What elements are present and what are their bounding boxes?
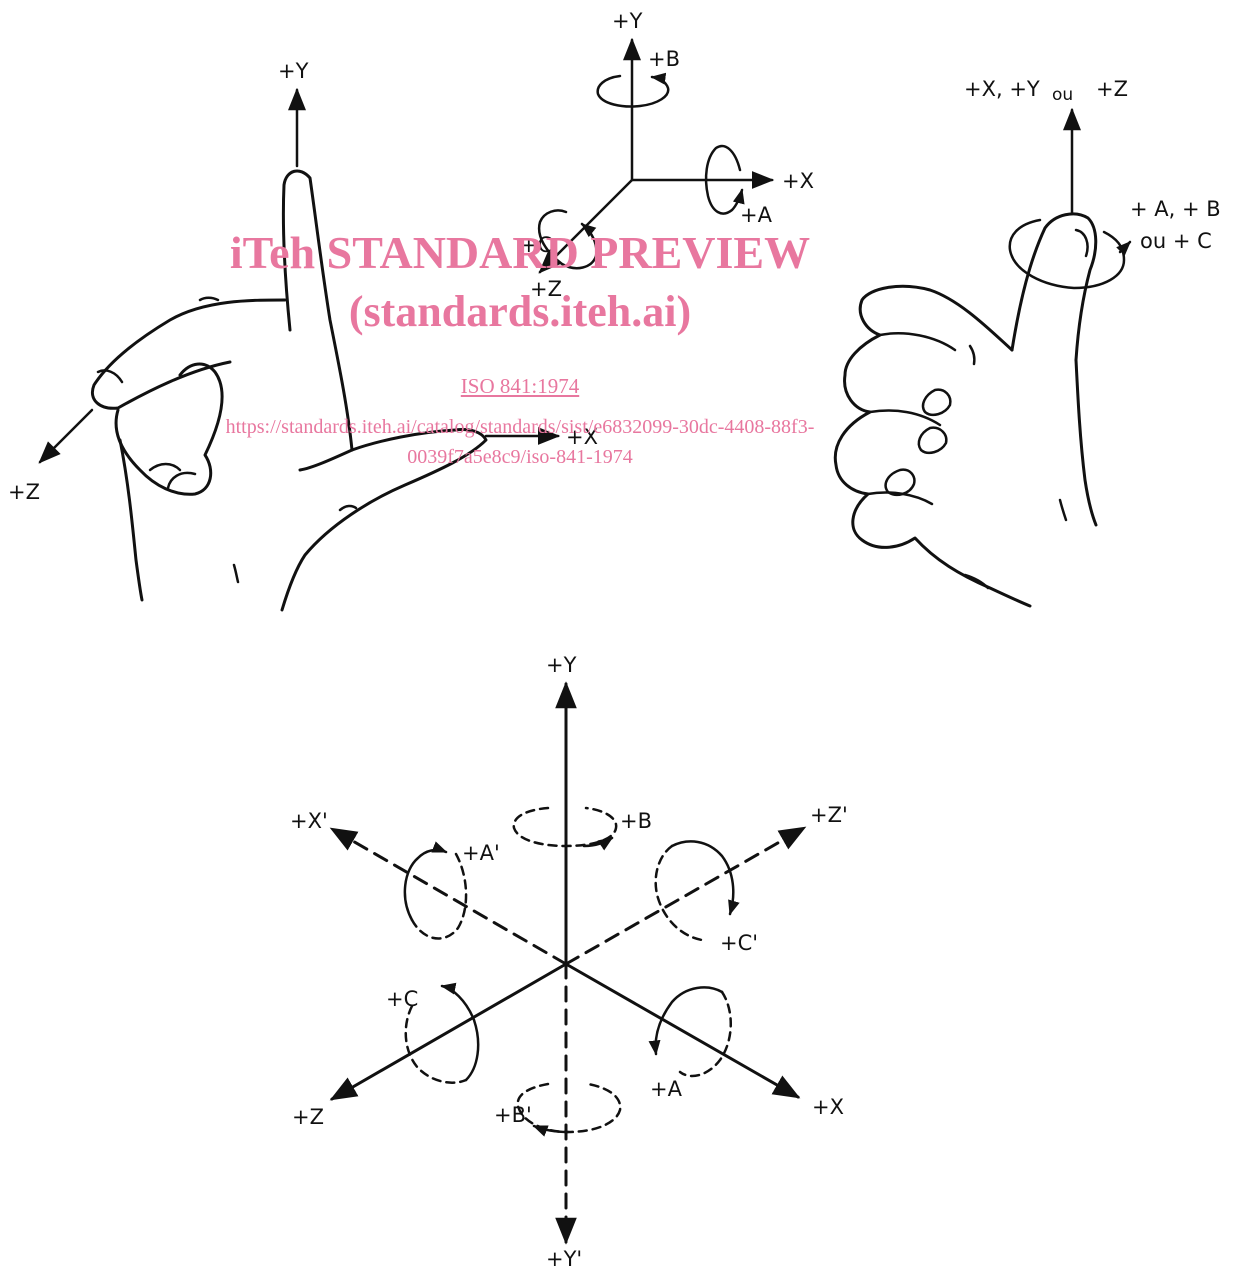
bottom-y-label: +Y xyxy=(546,653,577,677)
watermark-url[interactable]: https://standards.iteh.ai/catalog/standa… xyxy=(0,412,1040,472)
watermark-site: (standards.iteh.ai) xyxy=(348,287,692,336)
bottom-x-prime-label: +X' xyxy=(290,809,328,833)
bottom-rotation-b-prime-icon xyxy=(516,1082,622,1137)
bottom-rotation-c-icon xyxy=(404,982,480,1084)
top-z-label: +Z xyxy=(530,277,562,301)
top-rotation-b-icon xyxy=(596,72,670,108)
bottom-a-prime-label: +A' xyxy=(462,841,500,865)
bottom-z-prime-label: +Z' xyxy=(810,803,848,827)
bottom-rotation-c-prime-icon xyxy=(654,840,740,942)
watermark-doc-link[interactable]: ISO 841:1974 xyxy=(460,374,580,398)
left-hand-y-label: +Y xyxy=(278,59,309,83)
bottom-z-label: +Z xyxy=(292,1105,324,1129)
bottom-axes-diagram: +Y +Y' +X +X' +Z +Z' +A +A' +B +B' +C +C… xyxy=(290,653,848,1271)
bottom-z-prime-axis xyxy=(564,826,807,966)
right-hand-ou-label: ou xyxy=(1052,85,1073,105)
watermark-url-line-2[interactable]: 0039f7a5e8c9/iso-841-1974 xyxy=(407,446,633,468)
watermark-url-line-1[interactable]: https://standards.iteh.ai/catalog/standa… xyxy=(225,416,815,438)
left-hand-palm xyxy=(118,438,144,602)
left-hand-z-axis xyxy=(38,408,94,464)
right-hand-axes: +X, +Y ou +Z + A, + B ou + C xyxy=(964,77,1221,290)
watermark-title: iTeh STANDARD PREVIEW xyxy=(229,227,811,278)
bottom-x-label: +X xyxy=(812,1095,844,1119)
bottom-y-prime-label: +Y' xyxy=(546,1247,582,1270)
left-hand-illustration xyxy=(91,169,488,612)
top-rotation-c-icon xyxy=(537,209,598,270)
bottom-rotation-b-icon xyxy=(512,806,618,851)
bottom-x-prime-axis xyxy=(329,827,568,966)
left-hand-z-label: +Z xyxy=(8,480,40,504)
bottom-b-prime-label: +B' xyxy=(494,1103,532,1127)
left-hand-middle-finger xyxy=(91,298,287,410)
right-hand-rotation-label-2: ou + C xyxy=(1140,229,1212,253)
bottom-c-prime-label: +C' xyxy=(720,931,758,955)
bottom-x-axis xyxy=(564,962,801,1099)
right-hand-rotation-label: + A, + B xyxy=(1130,197,1221,221)
left-hand-thumb xyxy=(280,428,488,612)
bottom-z-axis xyxy=(329,962,568,1101)
top-y-label: +Y xyxy=(612,9,643,33)
right-hand-z-label: +Z xyxy=(1096,77,1128,101)
right-hand-fist xyxy=(833,284,1032,608)
top-axes-diagram: +Y +X +Z +B +A +C xyxy=(520,9,814,301)
left-hand-index-finger xyxy=(281,169,354,452)
right-hand-finger-tips xyxy=(921,388,952,417)
right-hand-axes-label: +X, +Y xyxy=(964,77,1040,101)
left-hand-x-label: +X xyxy=(566,425,598,449)
bottom-rotation-a-prime-icon xyxy=(403,841,468,940)
left-hand-axes: +Y +X +Z xyxy=(8,59,598,504)
bottom-a-label: +A xyxy=(650,1077,683,1101)
top-a-label: +A xyxy=(740,203,773,227)
right-hand-thumb xyxy=(1010,212,1098,362)
top-c-label: +C xyxy=(520,233,552,257)
top-b-label: +B xyxy=(648,47,680,71)
top-x-label: +X xyxy=(782,169,814,193)
bottom-rotation-a-icon xyxy=(648,986,732,1078)
right-hand-illustration xyxy=(833,212,1098,608)
top-rotation-a-icon xyxy=(704,144,745,215)
bottom-b-label: +B xyxy=(620,809,652,833)
bottom-c-label: +C xyxy=(386,987,418,1011)
left-hand-curled-fingers xyxy=(114,362,224,496)
